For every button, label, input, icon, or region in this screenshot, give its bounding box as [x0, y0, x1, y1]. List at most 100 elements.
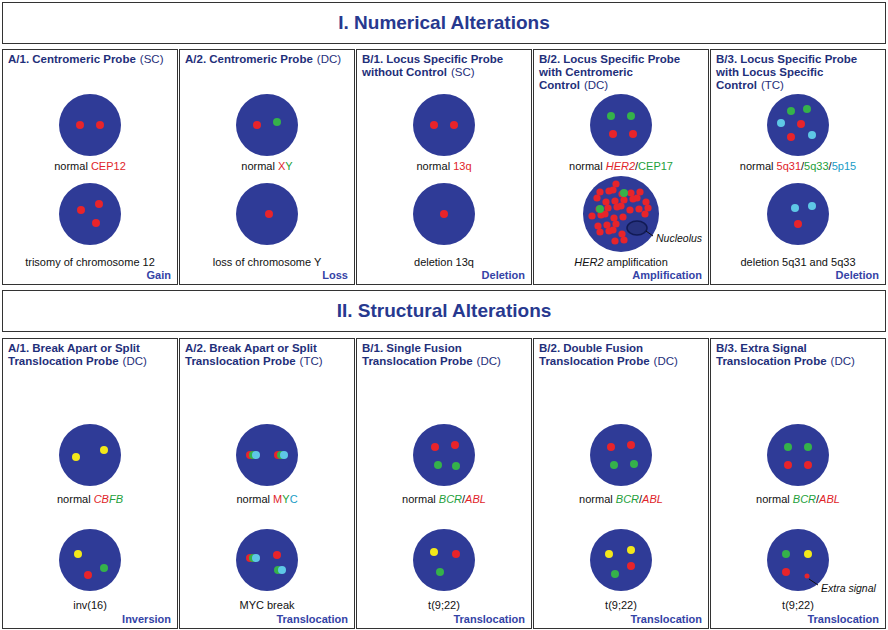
- probe-name: BCR: [793, 493, 816, 505]
- cell-group: [59, 94, 829, 591]
- probe-name: HER2: [606, 160, 635, 172]
- signal-dot: [619, 213, 626, 220]
- signal-dot: [593, 194, 600, 201]
- section-band: I. Numerical Alterations: [2, 2, 886, 44]
- panel-title: A/2. Centromeric Probe(DC): [185, 53, 349, 66]
- alteration-category: Deletion: [482, 269, 525, 282]
- probe-name: ABL: [819, 493, 840, 505]
- probe-panel: A/1. Break Apart or Split Translocation …: [2, 338, 178, 629]
- signal-dot: [434, 461, 442, 469]
- probe-name: 5q33: [804, 160, 828, 172]
- panel-title: B/2. Locus Specific Probe with Centromer…: [539, 53, 703, 92]
- signal-dot: [252, 554, 260, 562]
- alteration-category: Translocation: [630, 613, 702, 626]
- signal-dot: [782, 550, 790, 558]
- probe-name: M: [273, 493, 282, 505]
- panel-heading: B/1. Locus Specific Probe without Contro…: [362, 53, 503, 78]
- signal-dot: [620, 189, 628, 197]
- signal-dot: [784, 461, 792, 469]
- signal-dot: [76, 121, 84, 129]
- panel-title: B/2. Double Fusion Translocation Probe(D…: [539, 342, 703, 368]
- signal-dot: [588, 212, 595, 219]
- panel-heading: A/1. Centromeric Probe: [8, 53, 136, 65]
- section-band: II. Structural Alterations: [2, 290, 886, 332]
- panel-heading: B/2. Locus Specific Probe with Centromer…: [539, 53, 680, 91]
- cell-nucleus: [583, 176, 659, 252]
- signal-dot: [100, 446, 108, 454]
- signal-dot: [808, 131, 816, 139]
- signal-dot: [609, 226, 616, 233]
- leader-line: [809, 579, 818, 585]
- signal-dot: [273, 551, 281, 559]
- signal-dot: [633, 194, 640, 201]
- signal-dot: [596, 205, 604, 213]
- panel-heading: B/3. Extra Signal Translocation Probe: [716, 342, 827, 367]
- panel-heading: B/3. Locus Specific Probe with Locus Spe…: [716, 53, 857, 91]
- signal-dot: [92, 219, 100, 227]
- probe-name: Y: [285, 160, 292, 172]
- probe-type: (DC): [654, 355, 678, 367]
- signal-dot: [436, 568, 444, 576]
- probe-type: (DC): [317, 53, 341, 65]
- signal-dot: [252, 451, 260, 459]
- signal-dot: [280, 451, 288, 459]
- panel-title: A/2. Break Apart or Split Translocation …: [185, 342, 349, 368]
- signal-dot: [641, 210, 648, 217]
- signal-dot: [72, 453, 80, 461]
- callout-label: Extra signal: [820, 582, 877, 594]
- signal-dot: [278, 566, 286, 574]
- alteration-category: Deletion: [836, 269, 879, 282]
- signal-dot: [607, 112, 615, 120]
- signal-dot: [273, 118, 281, 126]
- signal-dot: [617, 202, 624, 209]
- cell-nucleus: [236, 424, 298, 486]
- cell-nucleus: [767, 94, 829, 156]
- probe-name: X: [278, 160, 285, 172]
- signal-dot: [605, 550, 613, 558]
- abnormal-caption: loss of chromosome Y: [184, 256, 350, 269]
- probe-panel: B/1. Single Fusion Translocation Probe(D…: [356, 338, 532, 629]
- alteration-category: Translocation: [276, 613, 348, 626]
- probe-panel: A/2. Break Apart or Split Translocation …: [179, 338, 355, 629]
- signal-dot: [609, 130, 617, 138]
- cell-nucleus: [236, 94, 298, 156]
- callout-label: Nucleolus: [655, 232, 703, 244]
- probe-name: HER2: [574, 256, 603, 268]
- normal-caption: normal XY: [184, 160, 350, 173]
- probe-name: Y: [282, 493, 289, 505]
- leader-line: [646, 231, 653, 236]
- probe-name: 5p15: [832, 160, 856, 172]
- normal-caption: normal BCR/ABL: [361, 493, 527, 506]
- abnormal-caption: t(9;22): [715, 599, 881, 612]
- signal-dot: [96, 121, 104, 129]
- signal-dot: [620, 236, 627, 243]
- signal-dot: [803, 105, 811, 113]
- cell-nucleus: [413, 94, 475, 156]
- signal-dot: [451, 441, 459, 449]
- abnormal-caption: HER2 amplification: [538, 256, 704, 269]
- panel-title: B/3. Locus Specific Probe with Locus Spe…: [716, 53, 880, 92]
- panel-title: B/1. Locus Specific Probe without Contro…: [362, 53, 526, 79]
- signal-dot: [84, 571, 92, 579]
- signal-dot: [635, 205, 642, 212]
- normal-caption: normal BCR/ABL: [715, 493, 881, 506]
- signal-dot: [430, 548, 438, 556]
- cell-nucleus: [590, 94, 652, 156]
- probe-name: 13q: [453, 160, 471, 172]
- probe-name: FB: [109, 493, 123, 505]
- signal-dot: [607, 443, 615, 451]
- signal-dot: [452, 462, 460, 470]
- panel-heading: A/1. Break Apart or Split Translocation …: [8, 342, 140, 367]
- alteration-category: Gain: [147, 269, 171, 282]
- signal-dot: [440, 210, 448, 218]
- normal-caption: normal MYC: [184, 493, 350, 506]
- probe-name: CEP12: [91, 160, 126, 172]
- signal-dot: [804, 461, 812, 469]
- nucleolus-shape: [627, 221, 647, 235]
- cell-nucleus: [236, 183, 298, 245]
- abnormal-caption: trisomy of chromosome 12: [7, 256, 173, 269]
- signal-dot: [808, 202, 816, 210]
- probe-name: BCR: [439, 493, 462, 505]
- signal-dot: [74, 550, 82, 558]
- cell-nucleus: [59, 94, 121, 156]
